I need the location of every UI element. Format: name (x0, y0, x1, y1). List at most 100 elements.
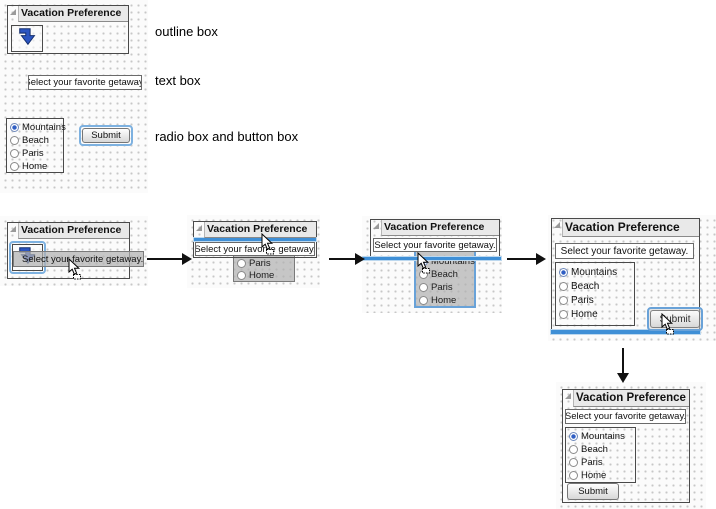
panel-title: Vacation Preference (204, 222, 316, 238)
step4-panel: Vacation Preference (551, 218, 700, 331)
panel-title: Vacation Preference (562, 219, 699, 237)
radio-option-beach[interactable]: Beach (569, 443, 635, 456)
prompt-text: Select your favorite getaway. (22, 253, 143, 265)
radio-option-paris[interactable]: Paris (10, 147, 63, 160)
radio-label: Beach (431, 269, 458, 280)
outline-box-label: outline box (155, 24, 218, 39)
radio-label: Mountains (571, 266, 618, 278)
prompt-text: Select your favorite getaway. (560, 245, 689, 257)
radio-label: Beach (571, 280, 600, 292)
radio-label: Mountains (22, 122, 66, 133)
prompt-text: Select your favorite getaway. (195, 243, 315, 255)
disclosure-triangle-icon[interactable] (552, 219, 562, 237)
flow-arrow-4 (617, 348, 629, 383)
step2-canvas: Mountains Beach Paris Home Vacation Pref… (187, 215, 320, 288)
radio-label: Home (571, 308, 598, 320)
radio-icon (559, 281, 568, 291)
prompt-text-box[interactable]: Select your favorite getaway. (373, 238, 497, 252)
panel-title: Vacation Preference (573, 390, 689, 407)
step4-canvas: Vacation Preference Select your favorite… (548, 215, 716, 341)
radio-label: Beach (581, 444, 608, 455)
outline-box-panel: Vacation Preference (7, 5, 129, 54)
radio-icon (569, 445, 578, 454)
radio-label: Paris (431, 282, 453, 293)
radio-option-home[interactable]: Home (10, 160, 63, 173)
prompt-text-box[interactable]: Select your favorite getaway. (195, 242, 315, 256)
insertion-line (363, 257, 501, 260)
prompt-text: Select your favorite getaway. (565, 411, 686, 422)
prompt-text-box[interactable]: Select your favorite getaway. (555, 243, 694, 259)
radio-option-home[interactable]: Home (569, 469, 635, 482)
final-panel: Vacation Preference (562, 389, 690, 503)
radio-option-beach[interactable]: Beach (559, 279, 634, 293)
palette-canvas: Vacation Preference Select your favorite… (0, 0, 148, 193)
drag-cursor-icon (261, 232, 276, 255)
step1-canvas: Vacation Preference Select your favorite… (0, 216, 148, 286)
disclosure-triangle-icon[interactable] (194, 222, 204, 238)
prompt-text: Select your favorite getaway. (28, 77, 142, 88)
radio-label: Home (581, 470, 607, 481)
radio-option-mountains[interactable]: Mountains (569, 430, 635, 443)
submit-button[interactable]: Submit (82, 128, 130, 143)
radio-label: Paris (249, 257, 271, 269)
radio-icon (559, 309, 568, 319)
step3-panel: Vacation Preference Select your favorite… (370, 219, 500, 257)
radio-icon (569, 458, 578, 467)
step2-panel: Vacation Preference Select your favorite… (193, 221, 317, 258)
radio-option-paris[interactable]: Paris (559, 293, 634, 307)
radio-option-paris[interactable]: Paris (569, 456, 635, 469)
radio-button-box: Mountains Beach Paris Home (555, 262, 635, 326)
radio-icon (419, 296, 428, 305)
radio-option-mountains[interactable]: Mountains (10, 121, 66, 134)
final-canvas: Vacation Preference Select your favorite… (556, 382, 706, 509)
drag-cursor-icon (68, 257, 83, 280)
radio-option-mountains[interactable]: Mountains (559, 265, 634, 279)
panel-header: Vacation Preference (8, 6, 128, 22)
disclosure-triangle-icon[interactable] (8, 6, 18, 22)
radio-selected-icon (569, 432, 578, 441)
radio-selected-icon (10, 123, 19, 132)
radio-option-beach[interactable]: Beach (10, 134, 63, 147)
blue-down-arrow-button[interactable] (11, 25, 43, 52)
radio-option-home[interactable]: Home (559, 307, 634, 321)
step1-panel: Vacation Preference (7, 222, 130, 279)
radio-label: Home (431, 295, 457, 306)
disclosure-triangle-icon[interactable] (8, 223, 18, 239)
radio-icon (237, 258, 246, 268)
panel-title: Vacation Preference (18, 6, 128, 22)
radio-label: Mountains (431, 256, 475, 267)
flow-arrow-2 (329, 253, 365, 265)
radio-label: Beach (22, 135, 49, 146)
text-box-label: text box (155, 73, 201, 88)
radio-selected-icon (559, 267, 568, 277)
radio-icon (10, 162, 19, 171)
insertion-line (551, 330, 700, 334)
disclosure-triangle-icon[interactable] (371, 220, 381, 236)
radio-label: Paris (581, 457, 603, 468)
radio-button-box: Mountains Beach Paris Home (565, 427, 636, 483)
drag-cursor-icon (661, 312, 676, 335)
panel-title: Vacation Preference (18, 223, 129, 239)
step3-canvas: Mountains Beach Paris Home Vacation Pref… (362, 216, 502, 313)
radio-icon (559, 295, 568, 305)
drag-cursor-icon (417, 251, 432, 274)
prompt-text-box[interactable]: Select your favorite getaway. (565, 409, 686, 424)
radio-icon (569, 471, 578, 480)
radio-label: Mountains (581, 431, 625, 442)
radio-button-box-label: radio box and button box (155, 129, 299, 144)
radio-icon (419, 283, 428, 292)
flow-arrow-1 (147, 253, 192, 265)
radio-icon (237, 270, 246, 280)
dragged-text-box-ghost[interactable]: Select your favorite getaway. (13, 251, 144, 267)
blue-down-arrow-icon (18, 26, 37, 52)
radio-label: Paris (571, 294, 594, 306)
disclosure-triangle-icon[interactable] (563, 390, 573, 407)
submit-button[interactable]: Submit (567, 483, 619, 500)
radio-label: Home (249, 269, 275, 281)
panel-title: Vacation Preference (381, 220, 499, 236)
radio-button-box: Mountains Beach Paris Home (6, 118, 66, 173)
submit-button-focus-ring: Submit (79, 125, 133, 146)
radio-icon (10, 136, 19, 145)
prompt-text-box[interactable]: Select your favorite getaway. (28, 75, 142, 90)
